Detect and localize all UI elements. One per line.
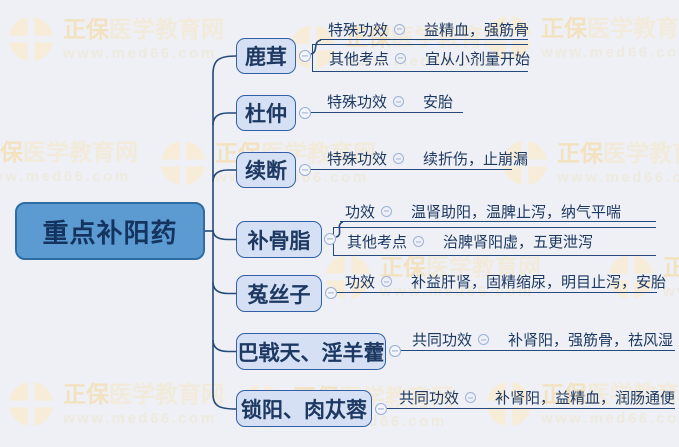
root-node[interactable]: 重点补阳药 — [15, 202, 205, 260]
collapse-icon[interactable] — [393, 96, 405, 107]
leaf-value: 补肾阳，益精血，润肠通便 — [495, 390, 676, 407]
collapse-icon[interactable] — [324, 233, 336, 245]
branch-node-label: 鹿茸 — [245, 46, 287, 69]
root-node-label: 重点补阳药 — [42, 217, 178, 248]
collapse-icon[interactable] — [395, 52, 407, 64]
collapse-icon[interactable] — [465, 392, 477, 403]
leaf-key: 其他考点 — [347, 234, 408, 251]
leaf-key: 功效 — [345, 203, 376, 221]
branch-node-label: 杜仲 — [245, 103, 287, 126]
leaf-row[interactable]: 功效 补益肝肾，固精缩尿，明目止泻，安胎 — [337, 271, 666, 293]
leaf-value: 安胎 — [423, 94, 454, 111]
leaf-value: 益精血，强筋骨 — [424, 21, 530, 39]
branch-node-label: 续断 — [245, 160, 287, 183]
leaf-row[interactable]: 特殊功效 安胎 — [311, 91, 463, 113]
collapse-icon[interactable] — [325, 287, 337, 299]
branch-node-0[interactable]: 鹿茸 — [236, 38, 296, 74]
leaf-key: 功效 — [345, 274, 376, 291]
branch-node-2[interactable]: 续断 — [236, 152, 296, 188]
leaf-key: 其他考点 — [329, 50, 390, 68]
branch-node-label: 菟丝子 — [247, 283, 311, 307]
collapse-icon[interactable] — [299, 50, 311, 62]
branch-node-6[interactable]: 锁阳、肉苁蓉 — [236, 390, 372, 427]
branch-node-5[interactable]: 巴戟天、淫羊藿 — [236, 333, 386, 370]
collapse-icon[interactable] — [413, 236, 425, 247]
leaf-value: 温肾助阳，温脾止泻，纳气平喘 — [411, 203, 622, 221]
collapse-icon[interactable] — [381, 276, 393, 287]
leaf-row[interactable]: 功效 温肾助阳，温脾止泻，纳气平喘 — [340, 201, 656, 222]
collapse-icon[interactable] — [478, 334, 490, 345]
leaf-value: 补肾阳，强筋骨，祛风湿 — [508, 332, 674, 349]
leaf-key: 共同功效 — [399, 390, 460, 407]
leaf-row[interactable]: 特殊功效 益精血，强筋骨 — [320, 19, 530, 40]
collapse-icon[interactable] — [389, 345, 401, 357]
leaf-row[interactable]: 其他考点 宜从小剂量开始 — [312, 44, 531, 72]
leaf-row[interactable]: 共同功效 补肾阳，益精血，润肠通便 — [387, 387, 675, 409]
collapse-icon[interactable] — [381, 205, 393, 217]
branch-node-label: 巴戟天、淫羊藿 — [237, 341, 385, 365]
leaf-key: 特殊功效 — [327, 151, 388, 168]
collapse-icon[interactable] — [299, 164, 311, 176]
leaf-key: 共同功效 — [412, 332, 473, 349]
leaf-value: 补益肝肾，固精缩尿，明目止泻，安胎 — [411, 274, 667, 291]
collapse-icon[interactable] — [375, 403, 387, 415]
leaf-row[interactable]: 特殊功效 续折伤，止崩漏 — [311, 148, 528, 170]
leaf-value: 宜从小剂量开始 — [425, 50, 531, 68]
branch-node-1[interactable]: 杜仲 — [236, 95, 296, 131]
branch-node-3[interactable]: 补骨脂 — [236, 221, 322, 258]
collapse-icon[interactable] — [393, 153, 405, 164]
leaf-key: 特殊功效 — [327, 94, 388, 111]
collapse-icon[interactable] — [394, 23, 406, 35]
branch-node-label: 锁阳、肉苁蓉 — [241, 398, 367, 422]
branch-node-label: 补骨脂 — [247, 229, 311, 253]
leaf-key: 特殊功效 — [328, 21, 389, 39]
leaf-row[interactable]: 其他考点 治脾肾阳虚，五更泄泻 — [333, 227, 656, 256]
leaf-value: 治脾肾阳虚，五更泄泻 — [443, 234, 594, 251]
leaf-value: 续折伤，止崩漏 — [423, 151, 529, 168]
leaf-row[interactable]: 共同功效 补肾阳，强筋骨，祛风湿 — [401, 329, 675, 351]
collapse-icon[interactable] — [299, 107, 311, 119]
branch-node-4[interactable]: 菟丝子 — [236, 275, 322, 312]
